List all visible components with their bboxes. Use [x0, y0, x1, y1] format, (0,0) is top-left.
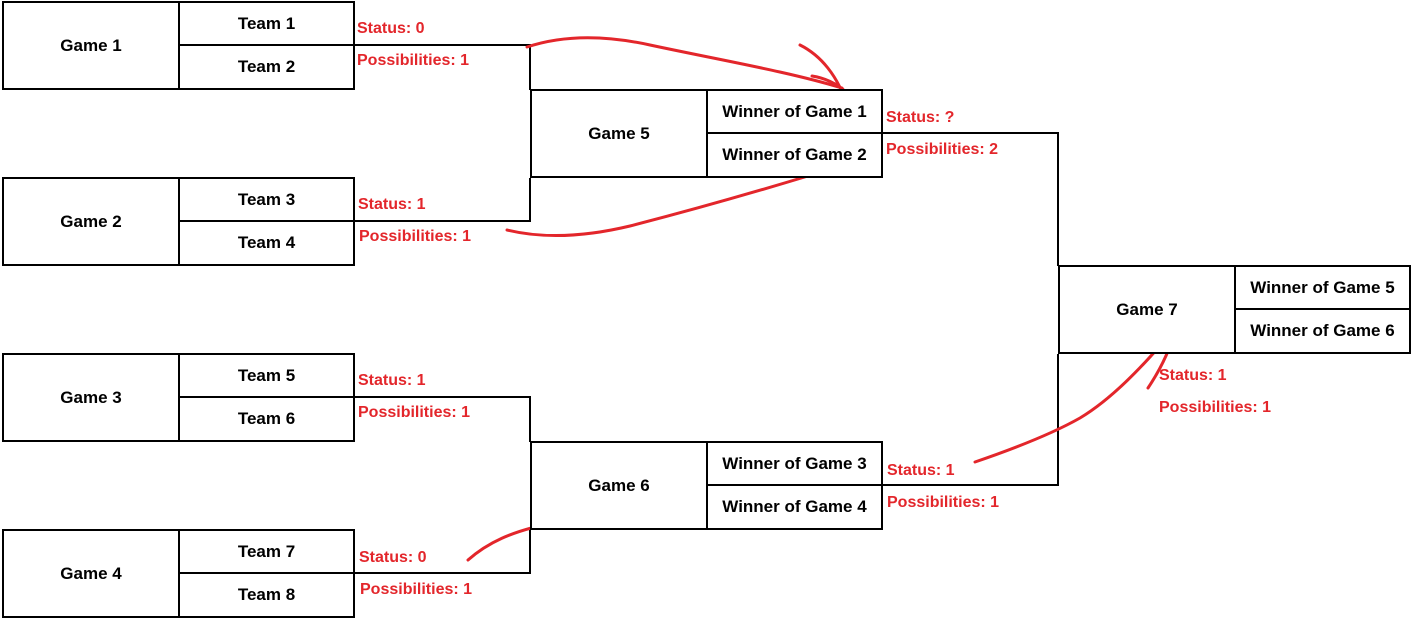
game-4-team-top: Team 7: [178, 529, 355, 574]
connector-game2-game5: [354, 178, 531, 222]
game-1-team-top: Team 1: [178, 1, 355, 46]
game-1-possibilities: Possibilities: 1: [357, 52, 470, 69]
game-5-team-bottom: Winner of Game 2: [706, 132, 883, 178]
connector-game3-game6: [354, 396, 531, 442]
game-5-team-top: Winner of Game 1: [706, 89, 883, 134]
game-1-label: Game 1: [2, 1, 180, 90]
game-5-label: Game 5: [530, 89, 708, 178]
game-3-possibilities: Possibilities: 1: [358, 404, 471, 421]
game-3-team-top: Team 5: [178, 353, 355, 398]
game-7-possibilities: Possibilities: 1: [1159, 399, 1272, 416]
connector-game5-game7: [882, 132, 1059, 266]
game-5-status: Status: ?: [886, 109, 955, 126]
game-7-label: Game 7: [1058, 265, 1236, 354]
game-6-team-top: Winner of Game 3: [706, 441, 883, 486]
game-6-team-bottom: Winner of Game 4: [706, 484, 883, 530]
connector-game4-game6: [354, 530, 531, 574]
game-3-team-bottom: Team 6: [178, 396, 355, 442]
game-3-status: Status: 1: [358, 372, 426, 389]
game-3-label: Game 3: [2, 353, 180, 442]
game-1-status: Status: 0: [357, 20, 425, 37]
game-2-team-bottom: Team 4: [178, 220, 355, 266]
game-6-label: Game 6: [530, 441, 708, 530]
game-6-possibilities: Possibilities: 1: [887, 494, 1000, 511]
game-2-label: Game 2: [2, 177, 180, 266]
game-2-team-top: Team 3: [178, 177, 355, 222]
game-4-label: Game 4: [2, 529, 180, 618]
game-7-team-top: Winner of Game 5: [1234, 265, 1411, 310]
game-7-status: Status: 1: [1159, 367, 1227, 384]
game-4-possibilities: Possibilities: 1: [360, 581, 473, 598]
game-7-team-bottom: Winner of Game 6: [1234, 308, 1411, 354]
arrow-game6-to-game7: [973, 332, 1172, 464]
game-5-possibilities: Possibilities: 2: [886, 141, 999, 158]
game-6-status: Status: 1: [887, 462, 955, 479]
game-1-team-bottom: Team 2: [178, 44, 355, 90]
game-4-team-bottom: Team 8: [178, 572, 355, 618]
connector-game6-game7: [882, 354, 1059, 486]
game-4-status: Status: 0: [359, 549, 427, 566]
game-2-possibilities: Possibilities: 1: [359, 228, 472, 245]
game-2-status: Status: 1: [358, 196, 426, 213]
